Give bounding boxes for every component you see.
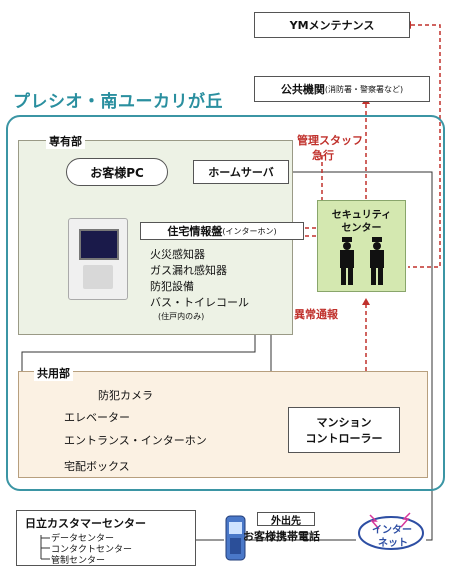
sensor-note: (住戸内のみ) [158,312,205,321]
hitachi-contact-center: コンタクトセンター [51,545,133,555]
ym-maintenance-label: YMメンテナンス [289,19,375,32]
home-server-label: ホームサーバ [208,166,274,179]
mobile-phone-icon [225,515,246,561]
alert-label: 異常通報 [294,308,338,321]
customer-phone-label: お客様携帯電話 [243,530,320,543]
info-panel-note: (インターホン) [222,226,277,236]
hitachi-control-center: 管制センター [51,556,106,566]
hitachi-data-center: データセンター [51,534,115,544]
tree-bracket-icon [40,535,50,560]
hitachi-title: 日立カスタマーセンター [25,517,146,530]
intercom-screen [79,229,119,260]
internet-label-2: ネット [378,538,408,549]
hitachi-customer-center: 日立カスタマーセンター データセンター コンタクトセンター 管制センター [16,510,196,566]
security-camera: 防犯カメラ [98,389,153,402]
mansion-controller-box: マンション コントローラー [288,407,400,453]
ym-maintenance-box: YMメンテナンス [254,12,410,38]
common-section-label: 共用部 [34,365,73,381]
security-label-line1: セキュリティ [331,210,392,221]
property-outline [6,115,445,491]
staff-rush-label-2: 急行 [312,149,334,162]
sensor-security: 防犯設備 [150,280,194,293]
internet-label-1: インター [372,525,412,536]
internet-cloud: インター ネット [356,509,426,553]
info-panel-label: 住宅情報盤 [167,225,223,238]
delivery-box: 宅配ボックス [64,460,130,473]
private-section-label: 専有部 [46,133,85,149]
entrance-intercom: エントランス・インターホン [64,434,207,447]
home-server-box: ホームサーバ [193,160,289,184]
public-agency-note: (消防署・警察署など) [324,84,404,94]
property-title: プレシオ・南ユーカリが丘 [13,92,223,112]
info-panel-box: 住宅情報盤 (インターホン) [140,222,304,240]
outside-label-box: 外出先 [257,512,315,527]
customer-pc-label: お客様PC [90,165,144,180]
security-guards-icon [340,237,384,285]
public-agency-box: 公共機関 (消防署・警察署など) [254,76,430,102]
public-agency-label: 公共機関 [280,83,325,96]
security-center-box: セキュリティ センター [317,200,406,292]
internet-ellipse-icon [358,512,424,550]
outside-label: 外出先 [271,515,301,527]
elevator: エレベーター [64,411,130,424]
sensor-gas: ガス漏れ感知器 [150,264,227,277]
sensor-bath-call: バス・トイレコール [150,296,249,309]
security-label-line2: センター [341,223,382,234]
customer-pc-box: お客様PC [66,158,168,186]
staff-rush-label-1: 管理スタッフ [297,134,363,147]
intercom-buttons [83,265,113,289]
sensor-fire: 火災感知器 [150,248,205,261]
intercom-device-image [68,218,128,300]
controller-label-2: コントローラー [305,432,383,445]
security-center-label: セキュリティ センター [318,209,405,235]
controller-label-1: マンション [316,416,372,429]
